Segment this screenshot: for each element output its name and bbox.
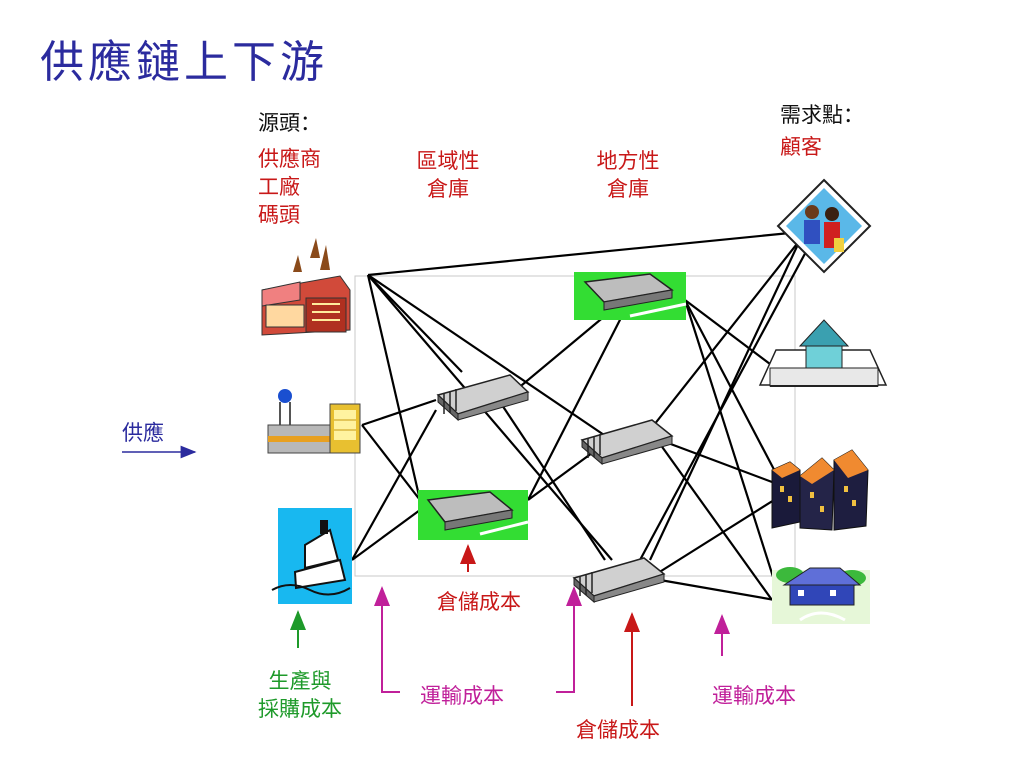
warehouse-aerial-icon xyxy=(574,272,687,320)
regional-label-2: 倉庫 xyxy=(427,177,469,201)
warehouse-cost-label-2: 倉儲成本 xyxy=(576,718,660,742)
link xyxy=(649,239,801,431)
link xyxy=(649,429,773,601)
link xyxy=(527,309,626,501)
warehouse-cost-label-1: 倉儲成本 xyxy=(437,590,521,614)
link xyxy=(684,299,779,371)
supply-label: 供應 xyxy=(122,421,164,445)
ship-icon xyxy=(271,508,352,604)
link xyxy=(684,299,791,501)
link xyxy=(639,247,809,561)
network-links xyxy=(351,230,809,606)
link xyxy=(361,424,421,501)
city-icon xyxy=(771,449,869,531)
demand-item-customer: 顧客 xyxy=(780,135,822,159)
link xyxy=(366,274,422,501)
link xyxy=(351,409,437,561)
transport-cost-arrow-left xyxy=(374,586,400,693)
source-heading: 源頭： xyxy=(258,111,321,135)
transport-cost-label-1: 運輸成本 xyxy=(420,684,504,708)
demand-heading: 需求點： xyxy=(780,103,864,127)
warehouse-icon xyxy=(436,374,530,422)
link xyxy=(351,509,421,561)
link xyxy=(361,398,437,427)
regional-label-1: 區域性 xyxy=(416,149,480,173)
family-icon xyxy=(776,178,872,274)
page-title: 供應鏈上下游 xyxy=(40,37,328,88)
transport-cost-label-2: 運輸成本 xyxy=(712,684,796,708)
production-cost-label-2: 採購成本 xyxy=(258,697,342,721)
house-icon xyxy=(772,567,870,624)
link xyxy=(509,309,613,396)
transport-cost-arrow-mid xyxy=(556,586,582,693)
link xyxy=(367,274,613,561)
plant-icon xyxy=(267,389,361,454)
link xyxy=(367,230,801,277)
source-item-factory: 工廠 xyxy=(258,175,300,199)
building-icon xyxy=(758,319,888,387)
link xyxy=(683,299,784,606)
link xyxy=(367,274,463,373)
production-cost-label-1: 生產與 xyxy=(268,669,332,693)
warehouse-icon xyxy=(580,419,674,466)
local-label-1: 地方性 xyxy=(596,149,660,173)
source-item-dock: 碼頭 xyxy=(258,203,300,227)
warehouse-icon xyxy=(572,557,666,604)
link xyxy=(659,438,781,487)
link xyxy=(649,489,791,579)
link xyxy=(659,578,776,602)
warehouse-aerial-icon xyxy=(418,490,529,540)
local-label-2: 倉庫 xyxy=(607,177,649,201)
link xyxy=(367,274,608,438)
factory-icon xyxy=(261,238,351,336)
source-item-supplier: 供應商 xyxy=(258,147,321,171)
